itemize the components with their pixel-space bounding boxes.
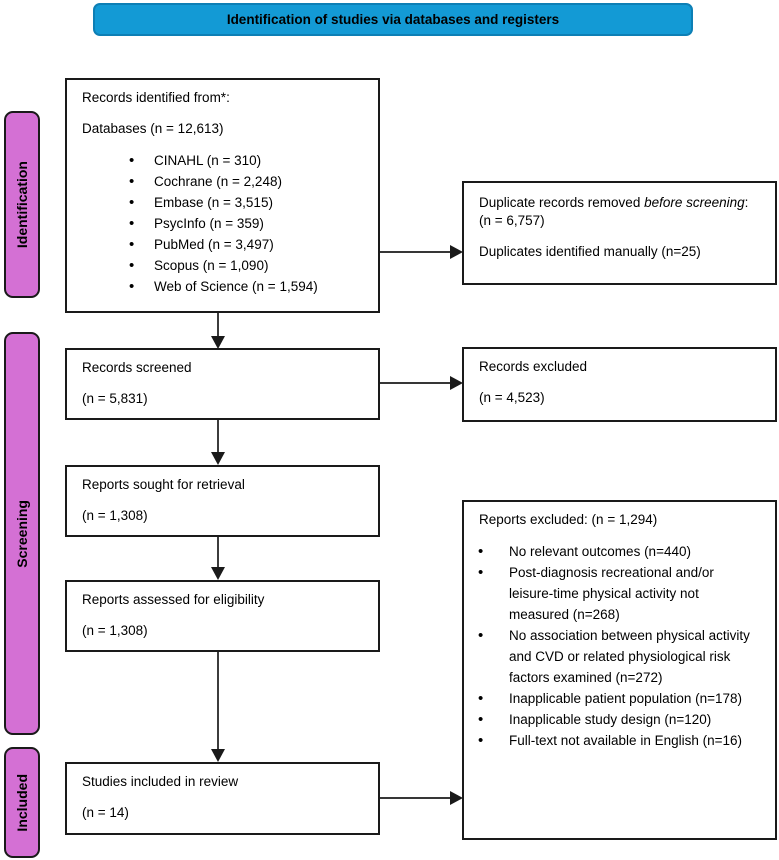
exclusion-reason: Inapplicable patient population (n=178) bbox=[509, 691, 743, 706]
header-banner: Identification of studies via databases … bbox=[93, 3, 693, 36]
duplicates-line1-post: : (n = 6,757) bbox=[479, 195, 749, 228]
list-item: No association between physical activity… bbox=[478, 625, 761, 688]
records-excluded-label: Records excluded bbox=[479, 359, 588, 374]
list-item: PubMed (n = 3,497) bbox=[129, 234, 364, 255]
exclusion-reason: Post-diagnosis recreational and/or leisu… bbox=[509, 565, 714, 622]
stage-label-identification-text: Identification bbox=[14, 160, 30, 249]
stage-label-included: Included bbox=[4, 747, 40, 858]
database-list: CINAHL (n = 310) Cochrane (n = 2,248) Em… bbox=[82, 150, 364, 297]
records-screened-label: Records screened bbox=[82, 360, 192, 375]
database-item: CINAHL (n = 310) bbox=[154, 153, 262, 168]
stage-label-included-text: Included bbox=[14, 773, 30, 832]
records-excluded-count: (n = 4,523) bbox=[479, 390, 545, 405]
duplicates-removed-line2: Duplicates identified manually (n=25) bbox=[479, 244, 701, 259]
list-item: PsycInfo (n = 359) bbox=[129, 213, 364, 234]
list-item: Inapplicable patient population (n=178) bbox=[478, 688, 761, 709]
list-item: Cochrane (n = 2,248) bbox=[129, 171, 364, 192]
studies-included-label: Studies included in review bbox=[82, 774, 239, 789]
database-item: Embase (n = 3,515) bbox=[154, 195, 273, 210]
exclusion-reason: No association between physical activity… bbox=[509, 628, 750, 685]
records-identified-subtitle: Databases (n = 12,613) bbox=[82, 121, 224, 136]
reports-assessed-count: (n = 1,308) bbox=[82, 623, 148, 638]
database-item: Cochrane (n = 2,248) bbox=[154, 174, 282, 189]
exclusion-reason-list: No relevant outcomes (n=440) Post-diagno… bbox=[476, 541, 761, 751]
list-item: CINAHL (n = 310) bbox=[129, 150, 364, 171]
records-screened-count: (n = 5,831) bbox=[82, 391, 148, 406]
reports-sought-label: Reports sought for retrieval bbox=[82, 477, 245, 492]
studies-included-box: Studies included in review (n = 14) bbox=[65, 762, 380, 835]
reports-sought-box: Reports sought for retrieval (n = 1,308) bbox=[65, 465, 380, 537]
list-item: Post-diagnosis recreational and/or leisu… bbox=[478, 562, 761, 625]
reports-excluded-box: Reports excluded: (n = 1,294) No relevan… bbox=[462, 500, 777, 840]
stage-label-screening-text: Screening bbox=[14, 499, 30, 568]
duplicates-removed-box: Duplicate records removed before screeni… bbox=[462, 181, 777, 285]
duplicates-line1-pre: Duplicate records removed bbox=[479, 195, 645, 210]
records-identified-title: Records identified from*: bbox=[82, 90, 230, 105]
list-item: Web of Science (n = 1,594) bbox=[129, 276, 364, 297]
reports-assessed-label: Reports assessed for eligibility bbox=[82, 592, 265, 607]
reports-sought-count: (n = 1,308) bbox=[82, 508, 148, 523]
studies-included-count: (n = 14) bbox=[82, 805, 129, 820]
duplicates-line1-italic: before screening bbox=[644, 195, 745, 210]
list-item: Inapplicable study design (n=120) bbox=[478, 709, 761, 730]
database-item: PsycInfo (n = 359) bbox=[154, 216, 264, 231]
records-identified-box: Records identified from*: Databases (n =… bbox=[65, 78, 380, 313]
list-item: No relevant outcomes (n=440) bbox=[478, 541, 761, 562]
database-item: Scopus (n = 1,090) bbox=[154, 258, 269, 273]
stage-label-screening: Screening bbox=[4, 332, 40, 735]
exclusion-reason: Inapplicable study design (n=120) bbox=[509, 712, 712, 727]
list-item: Full-text not available in English (n=16… bbox=[478, 730, 761, 751]
duplicates-removed-line1: Duplicate records removed before screeni… bbox=[479, 194, 761, 230]
reports-assessed-box: Reports assessed for eligibility (n = 1,… bbox=[65, 580, 380, 652]
header-title: Identification of studies via databases … bbox=[226, 12, 560, 27]
database-item: PubMed (n = 3,497) bbox=[154, 237, 274, 252]
database-item: Web of Science (n = 1,594) bbox=[154, 279, 318, 294]
reports-excluded-title: Reports excluded: (n = 1,294) bbox=[479, 512, 658, 527]
records-excluded-box: Records excluded (n = 4,523) bbox=[462, 347, 777, 422]
list-item: Embase (n = 3,515) bbox=[129, 192, 364, 213]
exclusion-reason: Full-text not available in English (n=16… bbox=[509, 733, 743, 748]
exclusion-reason: No relevant outcomes (n=440) bbox=[509, 544, 691, 559]
stage-label-identification: Identification bbox=[4, 111, 40, 298]
list-item: Scopus (n = 1,090) bbox=[129, 255, 364, 276]
records-screened-box: Records screened (n = 5,831) bbox=[65, 348, 380, 420]
